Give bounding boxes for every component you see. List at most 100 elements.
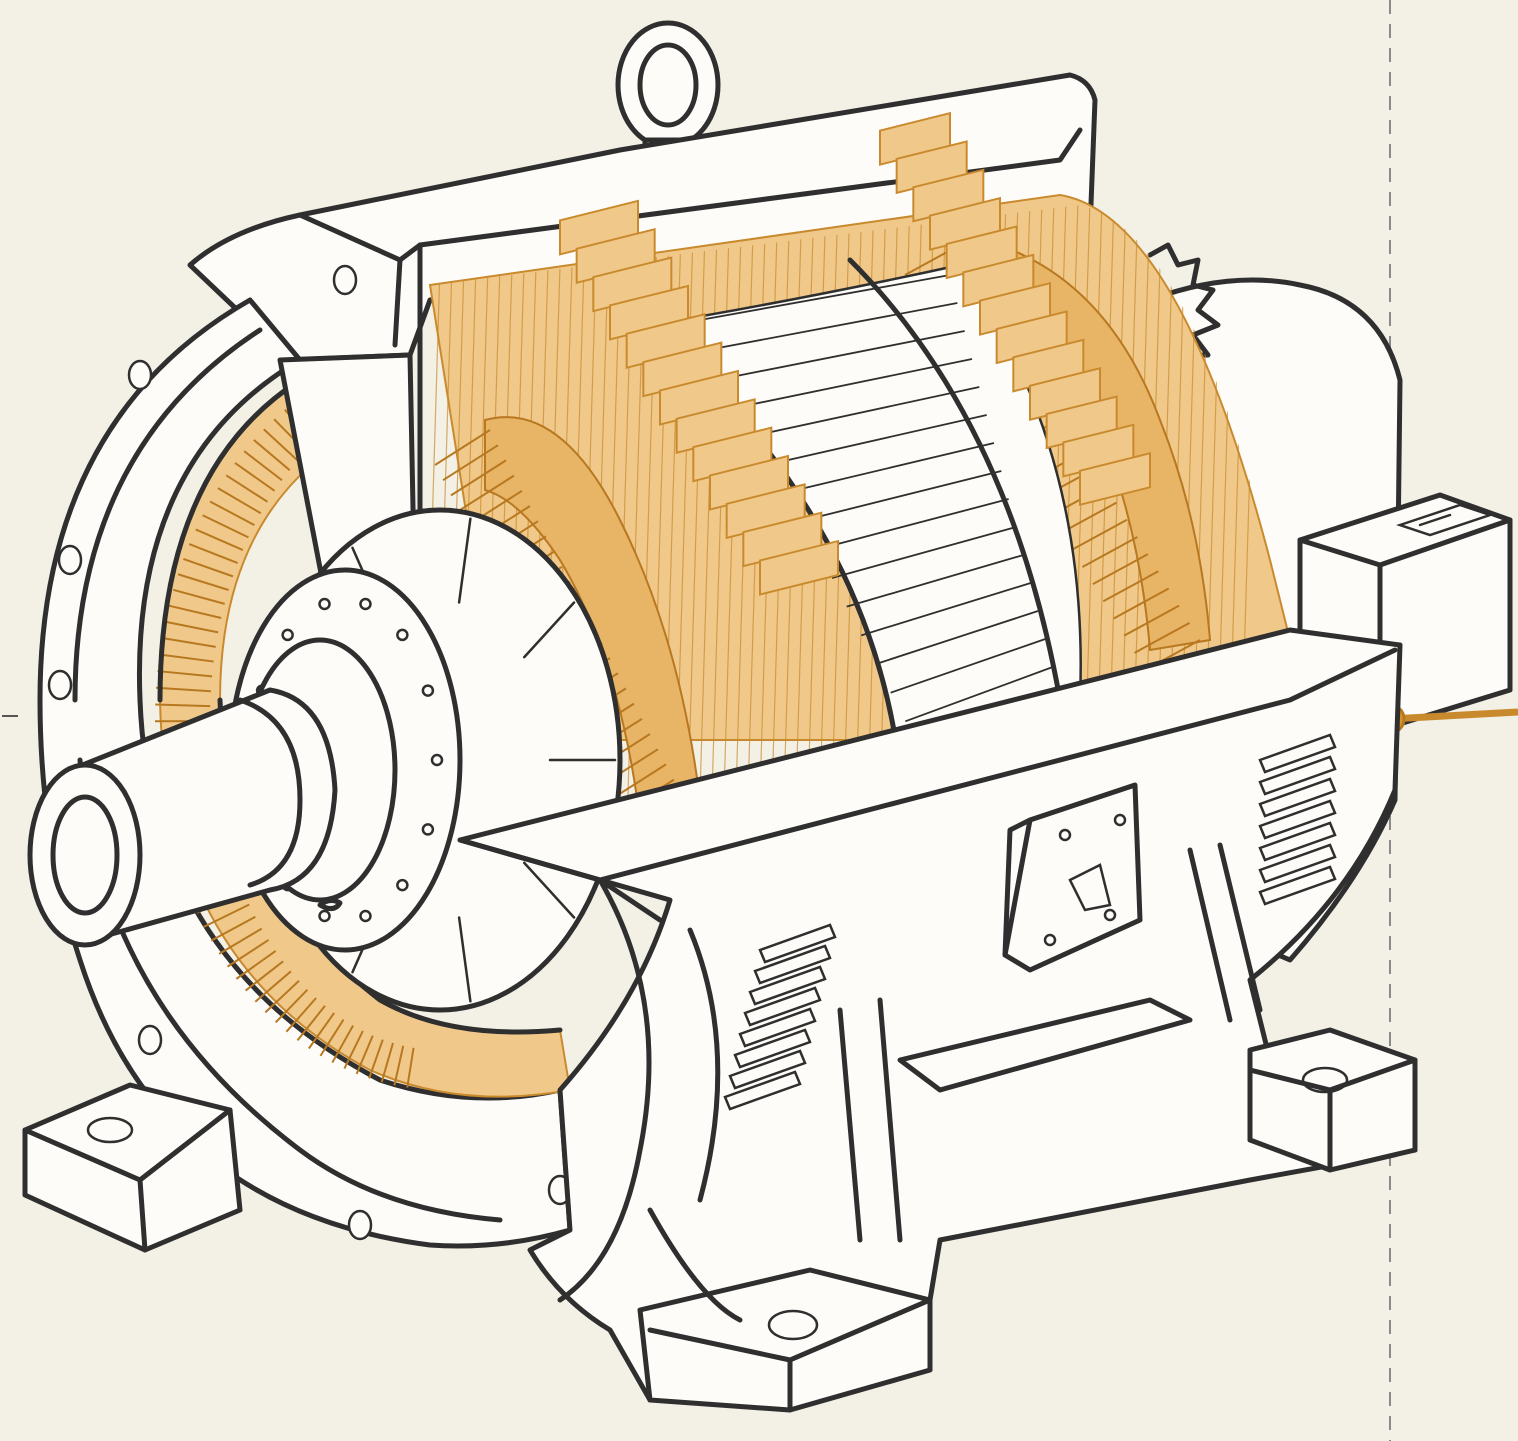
ring-fin — [156, 686, 211, 693]
vent-slot — [733, 1028, 812, 1069]
hub-spoke — [523, 601, 576, 659]
winding-fin — [442, 444, 499, 482]
vent-slot — [1258, 865, 1337, 906]
vent-slot — [753, 944, 832, 985]
rotor-bar — [729, 330, 965, 379]
stator-slot — [759, 539, 839, 596]
hub-bolt — [359, 597, 372, 611]
rotor-bar — [861, 582, 1031, 637]
vent-slot — [738, 1007, 817, 1048]
ring-fin — [296, 1005, 326, 1042]
vent-slot — [1258, 843, 1337, 884]
vent-slot — [723, 1070, 802, 1111]
winding-fin — [434, 429, 491, 466]
ring-fin — [183, 558, 234, 578]
hub-spoke — [457, 916, 472, 1003]
base-feet — [22, 842, 1418, 1413]
ring-fin — [274, 988, 309, 1024]
vent-slot — [1258, 821, 1337, 862]
winding-fin — [1071, 518, 1128, 551]
rotor-bar — [817, 498, 1009, 551]
ring-fin — [380, 1042, 394, 1083]
shield-bolt — [137, 1024, 163, 1056]
rotor-bar — [875, 610, 1039, 665]
hub-bolt — [430, 753, 444, 767]
ring-fin — [406, 1047, 415, 1088]
ring-fin — [155, 703, 211, 708]
vent-slot — [1258, 799, 1337, 840]
ring-fin — [343, 1030, 364, 1070]
ring-fin — [319, 1019, 345, 1057]
ring-fin — [308, 1012, 335, 1050]
ring-fin — [195, 528, 244, 551]
hub-bolt — [281, 628, 294, 642]
rotor-bar — [758, 386, 980, 436]
ring-fin — [209, 500, 255, 526]
vent-slot — [1258, 755, 1337, 796]
rotor-bar — [846, 554, 1024, 608]
winding-fin — [450, 459, 507, 497]
ring-fin — [355, 1035, 374, 1075]
ring-fin — [368, 1039, 384, 1079]
ring-fin — [172, 588, 225, 605]
hub-bolt — [359, 909, 372, 923]
ring-fin — [202, 514, 249, 539]
ring-fin — [210, 915, 256, 942]
hub-spoke — [457, 517, 472, 604]
ring-fin — [217, 487, 262, 515]
ring-fin — [203, 903, 250, 928]
vent-slot — [728, 1049, 807, 1090]
hub-bolt — [318, 597, 331, 611]
vent-slot — [743, 986, 822, 1027]
rotor-bar — [802, 470, 1002, 522]
hub-bolt — [396, 628, 409, 642]
housing-lower — [457, 627, 1418, 1403]
nameplate — [1002, 782, 1143, 973]
shield-bolt — [332, 264, 358, 296]
stator-slot — [1079, 452, 1151, 506]
winding-fin — [1134, 621, 1191, 654]
ring-fin — [285, 997, 317, 1033]
rotor-bar — [714, 302, 958, 350]
winding-fin — [1102, 570, 1159, 603]
ring-fin — [159, 653, 214, 663]
motor-shaft — [27, 687, 343, 948]
stator-slots-left — [559, 199, 839, 596]
winding-fin — [1123, 604, 1180, 637]
ring-fin — [243, 450, 283, 482]
shield-bolt — [127, 359, 153, 391]
hub-bolt — [318, 909, 331, 923]
shield-bolt — [347, 1209, 373, 1241]
ring-fin — [245, 960, 284, 992]
ring-fin — [168, 604, 222, 619]
rotor-bar — [890, 638, 1046, 694]
ring-fin — [234, 462, 276, 492]
ring-fin — [225, 474, 269, 503]
vent-slot — [1258, 777, 1337, 818]
hub-bolt — [396, 878, 409, 892]
cooling-vents-left — [723, 923, 837, 1111]
cooling-vents-right — [1258, 733, 1337, 906]
lamination-line — [697, 205, 719, 850]
vent-slot — [1258, 733, 1337, 774]
ring-fin — [161, 637, 216, 648]
shield-bolt — [57, 544, 83, 576]
ring-fin — [226, 939, 270, 968]
rotor-bar — [905, 666, 1053, 723]
winding-fin — [458, 474, 515, 512]
ring-fin — [254, 970, 292, 1003]
ring-fin — [177, 573, 229, 591]
rotor-bar — [699, 274, 951, 321]
ring-fin — [331, 1025, 354, 1064]
winding-fin — [1113, 587, 1170, 620]
ring-fin — [263, 428, 299, 462]
rotor-bar — [787, 442, 995, 493]
rotor-bar — [831, 526, 1017, 579]
vent-slot — [748, 965, 827, 1006]
end-shield-bolts — [47, 264, 573, 1241]
ring-fin — [264, 980, 300, 1014]
hub-bolt — [421, 823, 435, 836]
winding-fin — [1092, 553, 1149, 586]
hub-bolt — [421, 684, 435, 697]
